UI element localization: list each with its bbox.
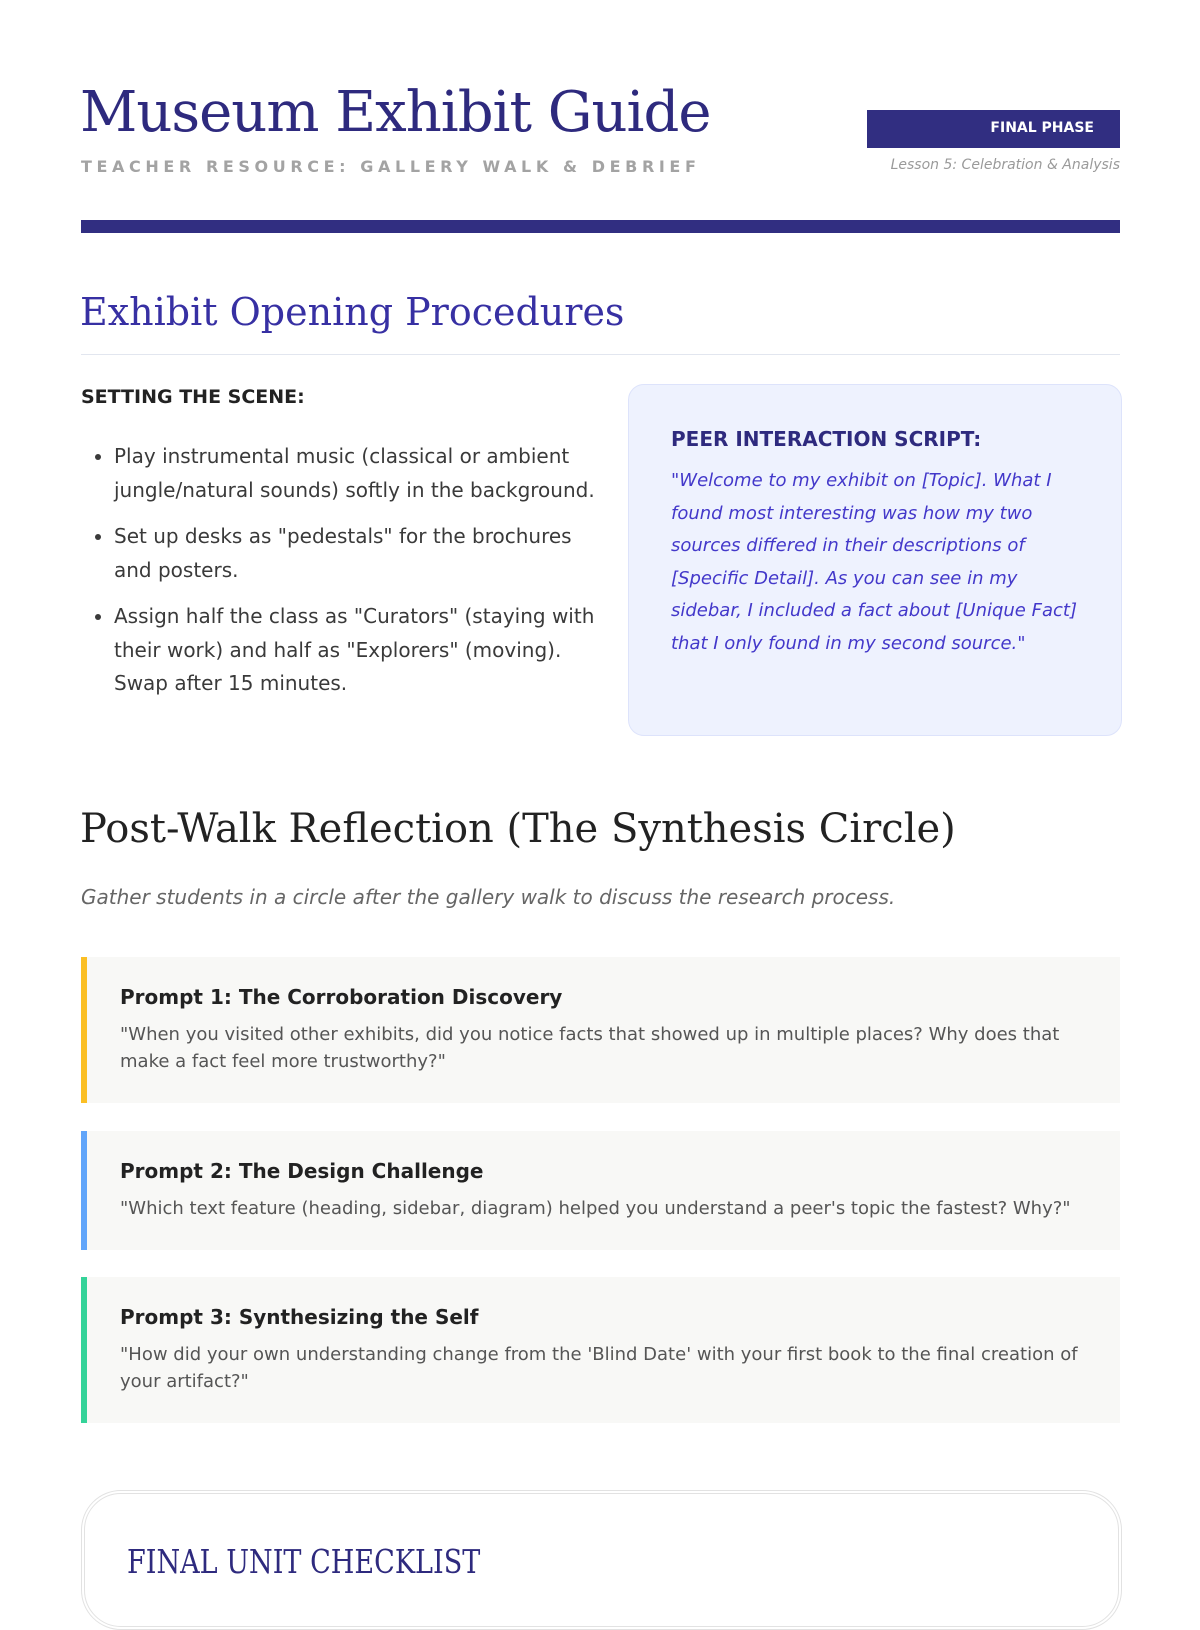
lesson-label: Lesson 5: Celebration & Analysis (890, 157, 1120, 173)
prompt-title: Prompt 3: Synthesizing the Self (120, 1305, 479, 1329)
list-item: Play instrumental music (classical or am… (114, 440, 614, 507)
section-heading-reflection: Post-Walk Reflection (The Synthesis Circ… (80, 806, 956, 852)
header-divider (81, 220, 1120, 233)
reflection-intro: Gather students in a circle after the ga… (81, 885, 896, 909)
prompt-text: "Which text feature (heading, sidebar, d… (120, 1198, 1071, 1219)
phase-badge: FINAL PHASE (867, 110, 1120, 148)
prompt-title: Prompt 1: The Corroboration Discovery (120, 985, 563, 1009)
prompt-text: "When you visited other exhibits, did yo… (120, 1024, 1060, 1072)
peer-script-text: "Welcome to my exhibit on [Topic]. What … (671, 470, 1077, 654)
list-item: Assign half the class as "Curators" (sta… (114, 600, 614, 701)
section-heading-opening: Exhibit Opening Procedures (80, 290, 625, 334)
prompt-card-2: Prompt 2: The Design Challenge "Which te… (81, 1131, 1120, 1250)
section-divider (81, 354, 1120, 355)
prompt-text: "How did your own understanding change f… (120, 1344, 1078, 1392)
checklist-heading: FINAL UNIT CHECKLIST (127, 1542, 481, 1581)
page-subtitle: TEACHER RESOURCE: GALLERY WALK & DEBRIEF (81, 157, 701, 176)
peer-script-heading: PEER INTERACTION SCRIPT: (671, 427, 982, 451)
page-title: Museum Exhibit Guide (80, 80, 711, 145)
scene-label: SETTING THE SCENE: (81, 386, 305, 408)
peer-script-box: PEER INTERACTION SCRIPT: "Welcome to my … (628, 384, 1122, 736)
prompt-card-1: Prompt 1: The Corroboration Discovery "W… (81, 957, 1120, 1103)
scene-list: Play instrumental music (classical or am… (81, 440, 614, 714)
prompt-card-3: Prompt 3: Synthesizing the Self "How did… (81, 1277, 1120, 1423)
prompt-title: Prompt 2: The Design Challenge (120, 1159, 484, 1183)
list-item: Set up desks as "pedestals" for the broc… (114, 520, 614, 587)
